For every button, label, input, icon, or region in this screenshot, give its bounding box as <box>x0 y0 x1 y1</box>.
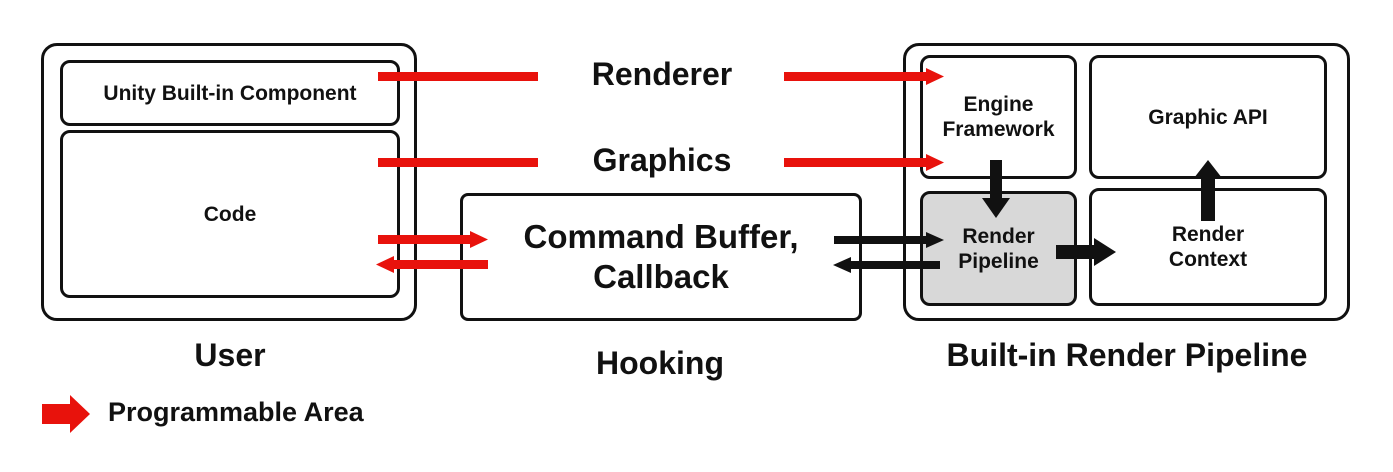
hook-to-pipeline-line <box>834 236 928 244</box>
code-box: Code <box>60 130 400 298</box>
graphics-line-left <box>378 158 538 167</box>
render-context-label-1: Render <box>1171 223 1245 246</box>
render-context-label-2: Context <box>1168 248 1248 271</box>
command-buffer-box: Command Buffer, Callback <box>460 193 862 321</box>
hook-to-pipeline-arrowhead <box>926 232 944 248</box>
graphics-line-right <box>784 158 926 167</box>
code-to-hook-arrowhead <box>470 231 488 248</box>
pipeline-to-context-line <box>1056 245 1096 259</box>
engine-to-pipeline-line <box>990 160 1002 200</box>
framework-label: Framework <box>942 118 1055 141</box>
unity-builtin-component-label: Unity Built-in Component <box>103 81 357 105</box>
graphics-label: Graphics <box>592 142 732 178</box>
render-pipeline-label-2: Pipeline <box>958 249 1039 273</box>
pipeline-to-hook-line <box>848 261 940 269</box>
graphics-arrowhead <box>926 154 944 171</box>
command-buffer-label: Command Buffer, <box>523 218 799 255</box>
unity-builtin-component-box: Unity Built-in Component <box>60 60 400 126</box>
renderer-line-right <box>784 72 926 81</box>
graphic-api-label: Graphic API <box>1148 105 1268 129</box>
render-pipeline-label-1: Render <box>962 224 1035 248</box>
pipeline-to-hook-arrowhead <box>833 257 851 273</box>
hook-to-code-line <box>392 260 488 269</box>
hook-to-code-arrowhead <box>376 256 394 273</box>
context-to-api-line <box>1201 175 1215 221</box>
graphic-api-box: Graphic API <box>1089 55 1327 179</box>
builtin-section-title: Built-in Render Pipeline <box>946 337 1308 373</box>
hooking-section-title: Hooking <box>596 345 724 381</box>
legend-arrow-body <box>42 404 72 424</box>
callback-label: Callback <box>593 258 729 295</box>
legend-arrow-head <box>70 395 90 433</box>
renderer-line-left <box>378 72 538 81</box>
engine-framework-box: Engine Framework <box>920 55 1077 179</box>
code-label: Code <box>203 202 257 226</box>
renderer-label: Renderer <box>591 56 733 92</box>
pipeline-to-context-arrowhead <box>1094 238 1116 266</box>
engine-label: Engine <box>963 93 1034 116</box>
renderer-arrowhead <box>926 68 944 85</box>
legend-label: Programmable Area <box>108 397 364 427</box>
context-to-api-arrowhead <box>1194 160 1222 178</box>
user-section-title: User <box>194 337 266 373</box>
engine-to-pipeline-arrowhead <box>982 198 1010 218</box>
code-to-hook-line <box>378 235 470 244</box>
